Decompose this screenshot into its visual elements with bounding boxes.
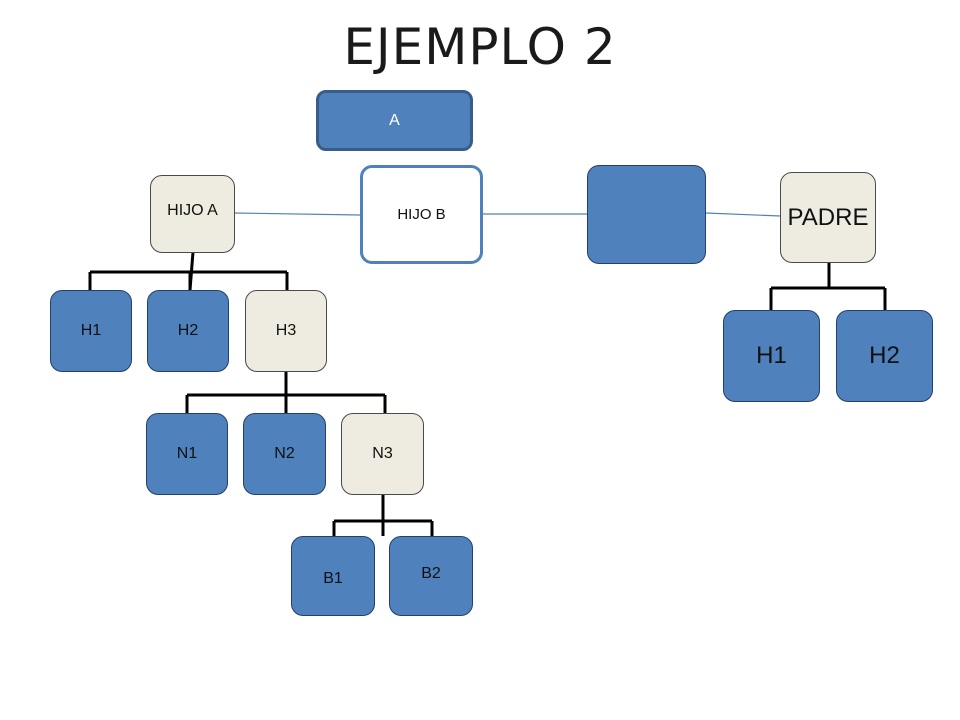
connector-padre-children [769,262,887,310]
node-a: A [316,90,473,151]
connector-hijo-a-children [88,251,289,291]
node-padre: PADRE [780,172,876,263]
node-blue-box [587,165,706,264]
node-b1: B1 [291,536,375,616]
node-h2: H2 [147,290,229,372]
tree-connectors [88,251,887,536]
node-padre-h2: H2 [836,310,933,402]
diagram-title: EJEMPLO 2 [343,18,617,76]
link-blue-box-to-padre [705,212,781,217]
connector-n3-children [332,494,434,536]
node-hijo-a: HIJO A [150,175,235,253]
node-padre-h1: H1 [723,310,820,402]
connector-h3-children [185,371,387,413]
link-lines [234,212,781,217]
node-n3: N3 [341,413,424,495]
node-h1: H1 [50,290,132,372]
node-n1: N1 [146,413,228,495]
node-hijo-b: HIJO B [360,165,483,264]
node-n2: N2 [243,413,326,495]
node-b2: B2 [389,536,473,616]
link-hijo-a-to-hijo-b [234,212,361,216]
node-h3: H3 [245,290,327,372]
